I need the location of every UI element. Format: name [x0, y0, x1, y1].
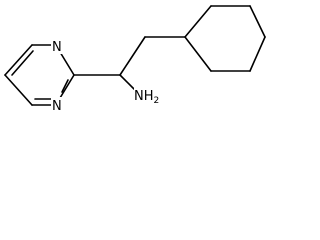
- structure-canvas: N N NH2: [0, 0, 267, 119]
- atom-label-amine: NH2: [134, 89, 159, 106]
- amine-subscript: 2: [154, 96, 160, 106]
- bond-cy-3: [249, 5, 266, 38]
- atom-label-n-top: N: [52, 40, 62, 55]
- atom-labels: N N NH2: [51, 38, 164, 114]
- bond-ch-to-nh2: [119, 74, 135, 90]
- molecule-drawing: N N NH2: [4, 5, 266, 114]
- label-bg-amine: [134, 86, 164, 104]
- amine-main: NH: [134, 89, 154, 104]
- bond-cy-4: [249, 36, 266, 72]
- cyclohexane-ring: [184, 5, 266, 72]
- side-chain: [73, 36, 186, 90]
- label-bg-n-bottom: [51, 97, 65, 113]
- bond-c6-c5: [4, 44, 33, 76]
- bond-ch-to-ch2: [119, 36, 146, 76]
- bond-c6-c5-double: [11, 50, 34, 76]
- bond-c5-c4: [4, 74, 33, 106]
- label-bg-n-top: [51, 38, 65, 54]
- bond-n3-c2-double: [61, 79, 69, 93]
- atom-label-n-bottom: N: [52, 99, 62, 114]
- bond-cy-6: [184, 36, 212, 72]
- bond-c2-n1: [59, 51, 75, 76]
- pyrimidine-ring: [4, 44, 75, 106]
- bond-cy-1: [184, 5, 212, 38]
- bond-n3-c2: [59, 74, 75, 99]
